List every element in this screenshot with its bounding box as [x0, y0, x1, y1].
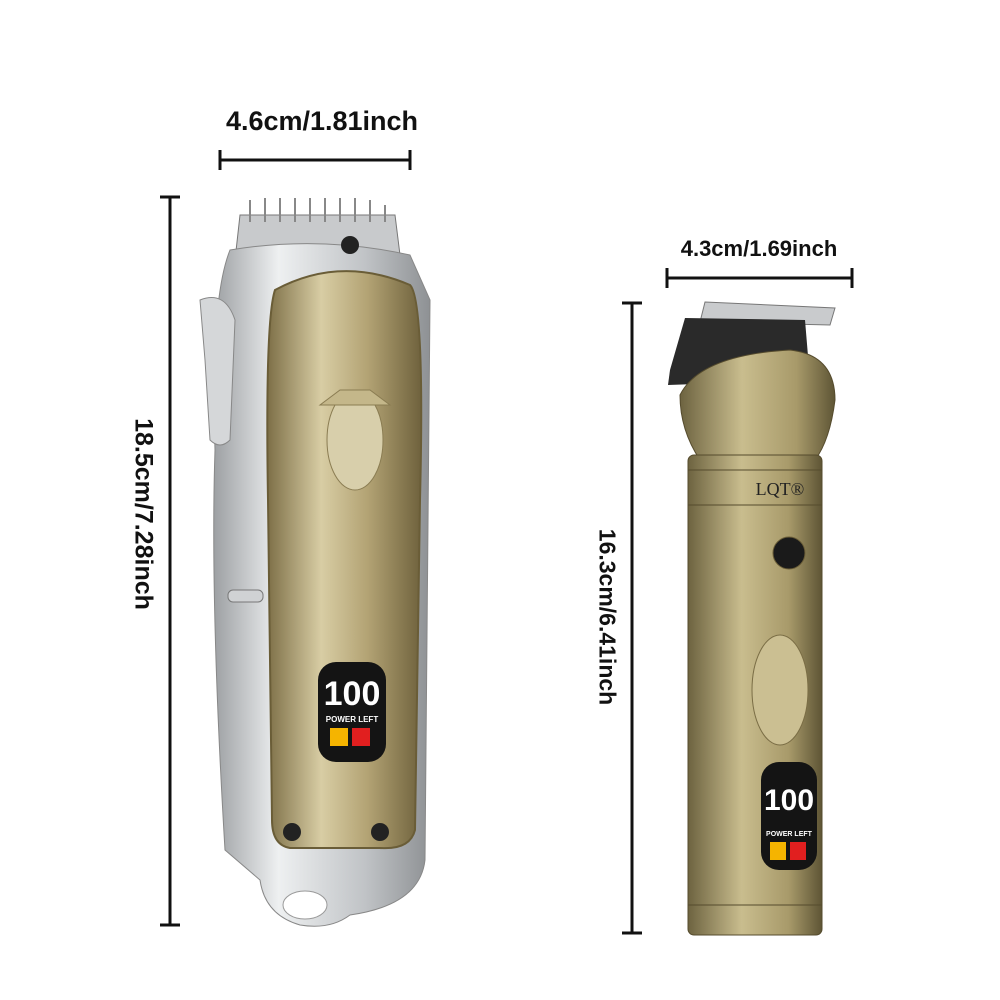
hair-clipper: 100 POWER LEFT	[199, 198, 431, 927]
hanging-loop	[282, 890, 328, 920]
side-switch	[227, 589, 264, 603]
trimmer-width-label: 4.3cm/1.69inch	[680, 236, 838, 261]
power-left-label: POWER LEFT	[766, 831, 813, 838]
trimmer-height-label: 16.3cm/6.41inch	[594, 528, 621, 706]
plug-icon	[352, 728, 370, 746]
trimmer-head	[679, 349, 836, 461]
clipper-height-label: 18.5cm/7.28inch	[129, 418, 158, 610]
battery-icon	[770, 842, 786, 860]
battery-icon	[330, 728, 348, 746]
trimmer-width-dimension	[665, 268, 854, 288]
bearded-man-engraving	[751, 634, 809, 746]
screw	[283, 823, 301, 841]
clipper-height-dimension	[160, 195, 180, 927]
screw	[341, 236, 359, 254]
power-button	[772, 536, 806, 570]
battery-digits: 100	[764, 784, 814, 817]
battery-digits: 100	[324, 675, 381, 713]
screw	[371, 823, 389, 841]
clipper-width-dimension	[218, 150, 412, 170]
trimmer-height-dimension	[622, 301, 642, 935]
t-blade-trimmer: LQT® 100 POWER LEFT	[668, 301, 836, 936]
taper-lever	[199, 297, 236, 446]
clipper-width-label: 4.6cm/1.81inch	[225, 106, 419, 136]
power-left-label: POWER LEFT	[326, 715, 379, 724]
brand-logo: LQT®	[756, 479, 805, 499]
plug-icon	[790, 842, 806, 860]
